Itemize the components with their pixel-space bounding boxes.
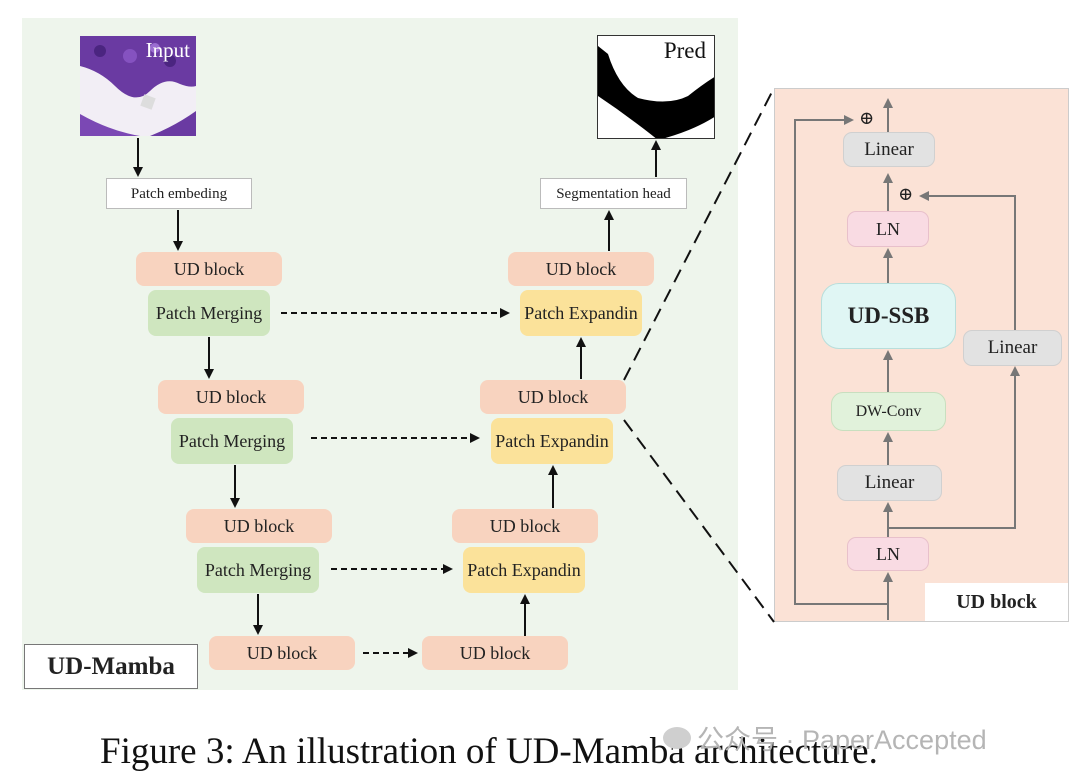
ud-mamba-label: UD-Mamba	[24, 644, 198, 689]
watermark: 公众号 · PaperAccepted	[663, 718, 987, 757]
segmentation-head-box: Segmentation head	[540, 178, 687, 209]
input-image: Input	[80, 36, 196, 136]
encoder-ud-block-1: UD block	[136, 252, 282, 286]
detail-ln-top: LN	[847, 211, 929, 247]
detail-plus-mid: ⊕	[898, 184, 914, 204]
detail-linear-top: Linear	[843, 132, 935, 167]
patch-embedding-box: Patch embeding	[106, 178, 252, 209]
detail-plus-top: ⊕	[859, 108, 875, 128]
watermark-text: 公众号 · PaperAccepted	[697, 725, 987, 755]
patch-expanding-3: Patch Expandin	[463, 547, 585, 593]
detail-ln-bottom: LN	[847, 537, 929, 571]
detail-linear-mid: Linear	[837, 465, 942, 501]
detail-dw-conv: DW-Conv	[831, 392, 946, 431]
patch-merging-3: Patch Merging	[197, 547, 319, 593]
wechat-icon	[663, 726, 691, 749]
encoder-ud-block-2: UD block	[158, 380, 304, 414]
detail-title: UD block	[925, 583, 1068, 621]
patch-merging-1: Patch Merging	[148, 290, 270, 336]
input-label: Input	[145, 38, 190, 62]
pred-label: Pred	[663, 38, 706, 63]
input-histology-image	[80, 36, 196, 136]
decoder-ud-block-3: UD block	[452, 509, 598, 543]
pred-image: Pred	[597, 35, 715, 139]
detail-linear-side: Linear	[963, 330, 1062, 366]
decoder-ud-block-4: UD block	[422, 636, 568, 670]
patch-expanding-1: Patch Expandin	[520, 290, 642, 336]
prediction-mask-image	[598, 46, 714, 138]
patch-expanding-2: Patch Expandin	[491, 418, 613, 464]
bottleneck-ud-block: UD block	[209, 636, 355, 670]
figure-caption: Figure 3: An illustration of UD-Mamba ar…	[100, 731, 878, 772]
detail-ud-ssb: UD-SSB	[821, 283, 956, 349]
encoder-ud-block-3: UD block	[186, 509, 332, 543]
decoder-ud-block-1: UD block	[508, 252, 654, 286]
decoder-ud-block-2: UD block	[480, 380, 626, 414]
patch-merging-2: Patch Merging	[171, 418, 293, 464]
